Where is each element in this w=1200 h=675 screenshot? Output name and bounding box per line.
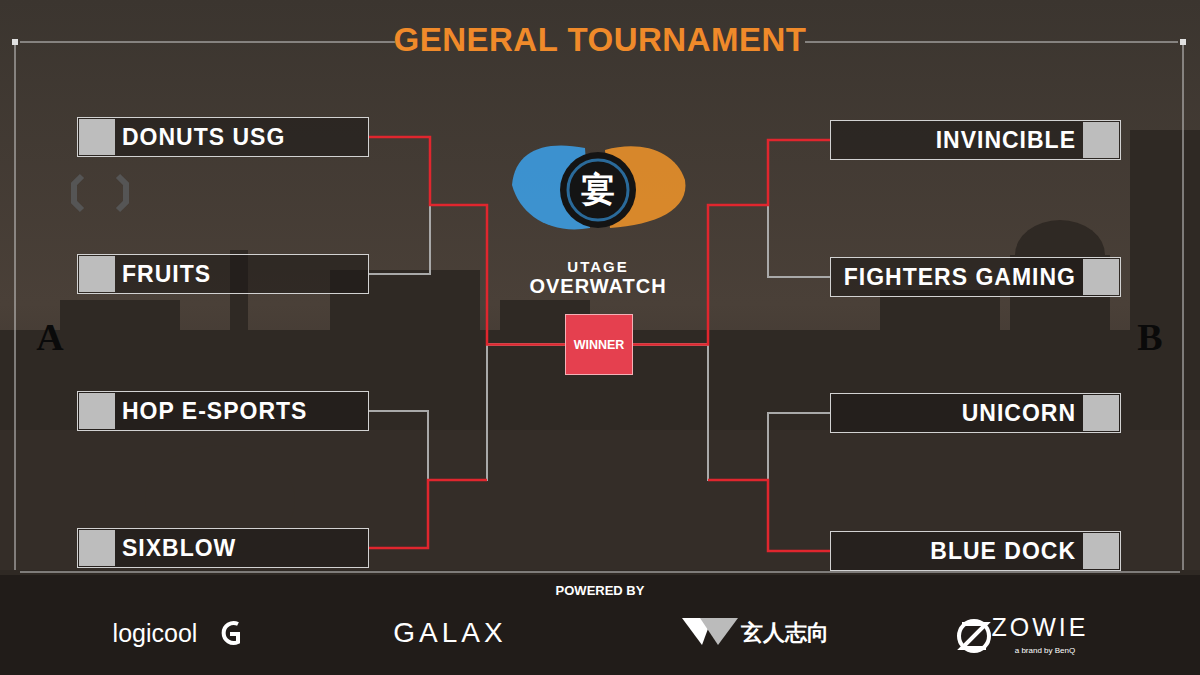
utage-logo xyxy=(512,145,685,229)
team-box: DONUTS USG xyxy=(77,117,369,157)
logo-word: UTAGE xyxy=(567,258,628,275)
winner-box: WINNER xyxy=(565,314,633,375)
team-box: FIGHTERS GAMING xyxy=(830,257,1121,297)
sponsor-logo: 玄人志向 xyxy=(741,618,829,648)
sponsor-logo: ZOWIE xyxy=(992,613,1089,642)
team-box: FRUITS xyxy=(77,254,369,294)
advance-highlight xyxy=(369,480,487,548)
team-tab xyxy=(1083,533,1119,569)
team-box: UNICORN xyxy=(830,393,1121,433)
team-tab xyxy=(79,530,115,566)
bracket-connector xyxy=(369,137,565,345)
team-tab xyxy=(1083,259,1119,295)
team-box: BLUE DOCK xyxy=(830,531,1121,571)
sponsor-band xyxy=(0,575,1200,675)
team-name: FRUITS xyxy=(122,261,211,288)
logicool-g-icon xyxy=(224,623,238,643)
kuroutoshikou-icon xyxy=(682,618,738,645)
title: GENERAL TOURNAMENT xyxy=(0,21,1200,59)
powered-by: POWERED BY xyxy=(556,583,645,598)
frame-lines xyxy=(15,42,1183,572)
team-tab xyxy=(79,119,115,155)
bracket-connector xyxy=(633,140,830,345)
team-tab xyxy=(79,393,115,429)
bracket-ornament xyxy=(74,176,126,210)
zowie-icon xyxy=(959,621,989,651)
advance-highlight xyxy=(369,137,565,345)
team-tab xyxy=(1083,395,1119,431)
advance-highlight xyxy=(708,480,830,551)
logo-word: OVERWATCH xyxy=(529,275,666,298)
team-name: UNICORN xyxy=(962,400,1076,427)
rooftops xyxy=(0,430,1200,570)
sponsor-tagline: a brand by BenQ xyxy=(1015,646,1075,655)
bracket-connector xyxy=(369,345,565,481)
advance-highlight xyxy=(633,140,830,345)
city-silhouette xyxy=(0,130,1200,675)
sponsor-logo: logicool xyxy=(113,619,198,648)
team-name: DONUTS USG xyxy=(122,124,285,151)
team-box: SIXBLOW xyxy=(77,528,369,568)
team-tab xyxy=(1083,122,1119,158)
bracket-connector xyxy=(633,345,830,552)
sponsor-logo: GALAX xyxy=(393,617,506,649)
team-name: SIXBLOW xyxy=(122,535,236,562)
group-letter: A xyxy=(36,315,63,359)
team-name: FIGHTERS GAMING xyxy=(844,264,1076,291)
group-letter: B xyxy=(1137,315,1162,359)
team-tab xyxy=(79,256,115,292)
bracket-connector xyxy=(369,345,565,549)
team-name: INVINCIBLE xyxy=(936,127,1076,154)
logo-glyph: 宴 xyxy=(581,167,615,213)
team-box: INVINCIBLE xyxy=(830,120,1121,160)
team-box: HOP E-SPORTS xyxy=(77,391,369,431)
team-name: BLUE DOCK xyxy=(930,538,1076,565)
team-name: HOP E-SPORTS xyxy=(122,398,307,425)
bracket-connector xyxy=(633,345,830,481)
winner-label: WINNER xyxy=(566,338,632,352)
